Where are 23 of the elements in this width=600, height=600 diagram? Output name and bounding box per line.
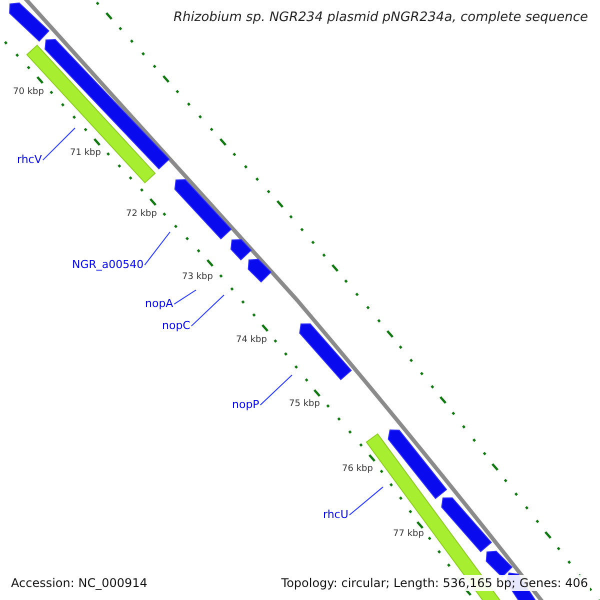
gene-label: nopC: [162, 320, 190, 331]
scale-label: 70 kbp: [13, 88, 44, 97]
footer-text: Accession: NC_000914: [9, 575, 150, 591]
gene-label: nopP: [232, 399, 260, 410]
scale-label: 72 kbp: [126, 210, 157, 219]
leader-line: [190, 294, 224, 327]
scale-label: 76 kbp: [342, 465, 373, 474]
scale-label: 77 kbp: [393, 530, 424, 539]
leader-line: [42, 128, 76, 161]
scale-label: 74 kbp: [236, 336, 267, 345]
gene-label: nopA: [145, 298, 174, 309]
scale-label: 75 kbp: [289, 400, 320, 409]
gene-label: NGR_a00540: [72, 259, 144, 270]
leader-line: [348, 486, 384, 516]
leader-line: [144, 232, 170, 266]
gene-label: rhcU: [323, 509, 348, 520]
footer-text: Topology: circular; Length: 536,165 bp; Genes: 406: [279, 575, 590, 591]
leader-line: [174, 290, 196, 305]
title: Rhizobium sp. NGR234 plasmid pNGR234a, complete sequence: [173, 11, 588, 24]
leader-line: [260, 374, 292, 406]
gene-label: rhcV: [17, 154, 42, 165]
scale-label: 71 kbp: [70, 149, 101, 158]
scale-label: 73 kbp: [182, 273, 213, 282]
